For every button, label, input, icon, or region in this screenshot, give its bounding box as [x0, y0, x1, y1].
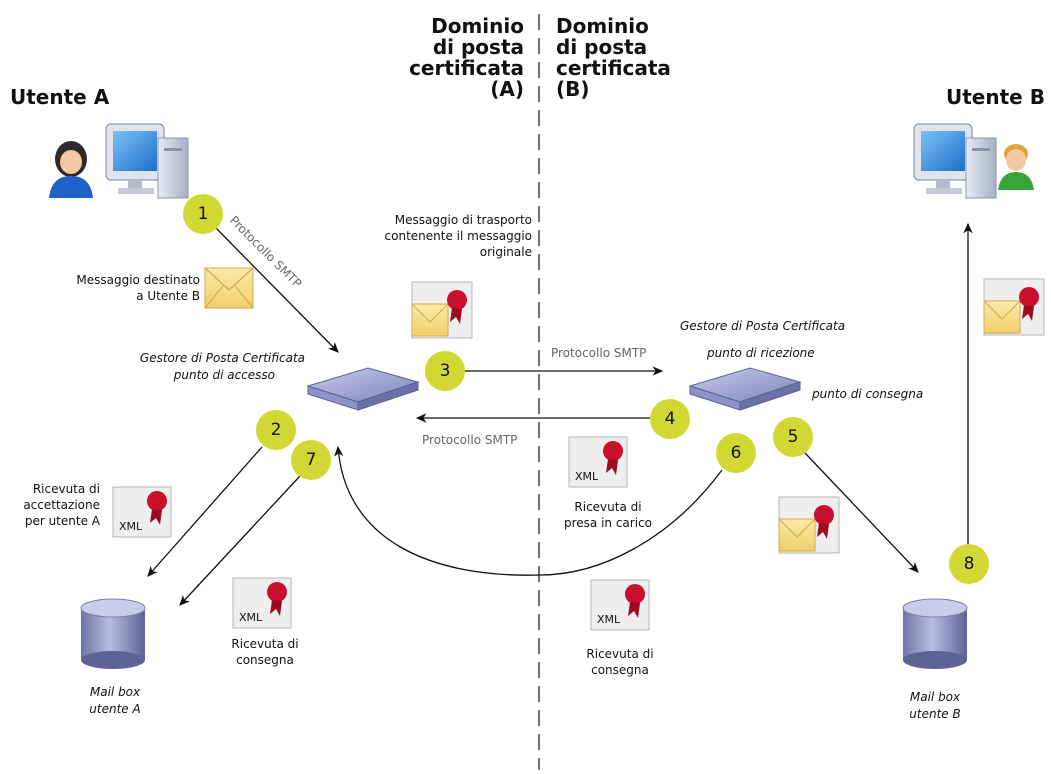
arrow-step5	[804, 452, 919, 573]
step-5-badge: 5	[773, 417, 813, 457]
domain-a-title: Dominio di posta certificata (A)	[409, 14, 524, 101]
server-b-label-line2: punto di ricezione	[707, 346, 815, 360]
protocol-label-step3: Protocollo SMTP	[551, 346, 647, 360]
user-a-computer-icon	[105, 123, 189, 199]
arrow-step7	[179, 475, 301, 606]
pec-server-a	[306, 367, 420, 411]
step-2-badge: 2	[256, 410, 296, 450]
xml-label: XML	[119, 520, 143, 533]
certified-envelope-icon	[778, 496, 840, 554]
caption-transport-msg: Messaggio di trasporto contenente il mes…	[384, 213, 532, 260]
step-7-badge: 7	[291, 440, 331, 480]
caption-accept-receipt: Ricevuta di accettazione per utente A	[23, 482, 100, 529]
mailbox-b-label: Mail box utente B	[909, 690, 961, 721]
server-a-label-line1: Gestore di Posta Certificata	[139, 351, 305, 365]
user-b-title: Utente B	[946, 85, 1045, 109]
pec-server-b	[688, 367, 802, 411]
server-b-label-line1: Gestore di Posta Certificata	[680, 319, 846, 333]
caption-delivery-receipt-a: Ricevuta di consegna	[231, 637, 299, 668]
xml-receipt-icon: XML	[112, 486, 172, 538]
xml-receipt-icon: XML	[590, 579, 650, 631]
user-b-person-icon	[998, 144, 1034, 190]
xml-receipt-icon: XML	[232, 577, 292, 629]
caption-msg-to-b: Messaggio destinato a Utente B	[76, 273, 200, 304]
server-b-label-line3: punto di consegna	[812, 387, 924, 401]
certified-envelope-icon	[983, 278, 1045, 336]
user-b-computer-icon	[913, 123, 997, 199]
step-4-badge: 4	[650, 399, 690, 439]
user-a-person-icon	[49, 141, 93, 198]
domain-b-title: Dominio di posta certificata (B)	[556, 14, 671, 101]
arrow-step2	[147, 446, 263, 577]
arrow-step6	[334, 445, 723, 576]
certified-envelope-icon	[411, 281, 473, 339]
arrow-step1	[212, 224, 339, 353]
caption-delivery-receipt-b: Ricevuta di consegna	[586, 647, 654, 678]
envelope-icon	[204, 267, 254, 309]
step-8-badge: 8	[949, 544, 989, 584]
xml-label: XML	[575, 470, 599, 483]
mailbox-a-label: Mail box utente A	[89, 685, 141, 716]
xml-receipt-icon: XML	[568, 436, 628, 488]
step-3-badge: 3	[425, 351, 465, 391]
mailbox-a-icon	[80, 598, 146, 669]
server-a-label-line2: punto di accesso	[173, 368, 275, 382]
protocol-label-step4: Protocollo SMTP	[422, 433, 518, 447]
caption-takeover-receipt: Ricevuta di presa in carico	[563, 500, 652, 531]
xml-label: XML	[597, 613, 621, 626]
mailbox-b-icon	[902, 598, 968, 669]
step-1-badge: 1	[183, 194, 223, 234]
user-a-title: Utente A	[10, 85, 110, 109]
xml-label: XML	[239, 611, 263, 624]
step-6-badge: 6	[716, 433, 756, 473]
